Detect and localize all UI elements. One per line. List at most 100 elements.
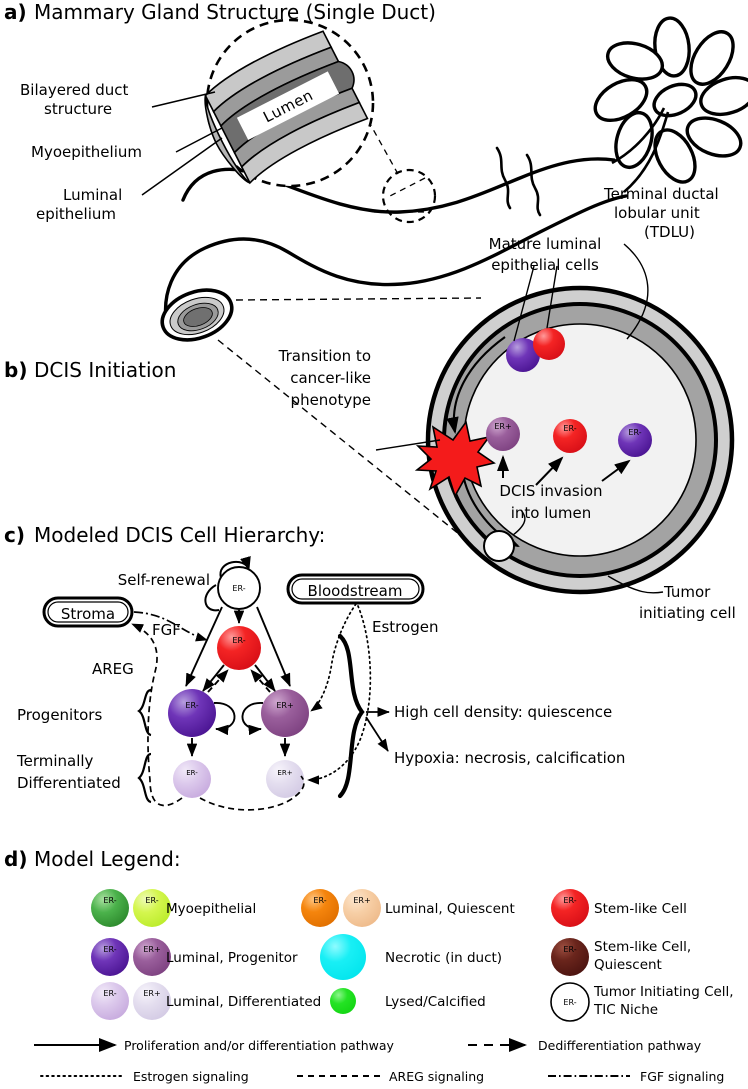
left-braces <box>137 688 152 804</box>
dcis-invasion-arrows <box>497 455 631 486</box>
legend-row-luminal-quiescent: ER- ER+ Luminal, Quiescent <box>301 889 515 927</box>
node-stem <box>217 626 261 670</box>
label-bilayered-line1: Bilayered duct <box>20 81 129 99</box>
self-renewal-label: Self-renewal <box>118 571 210 589</box>
label-transition-line1: Transition to <box>278 347 371 365</box>
label-tic-line1: Tumor <box>663 583 711 601</box>
panel-b-zoom-connectors <box>217 297 482 544</box>
outcome-quiescence: High cell density: quiescence <box>394 703 612 721</box>
legend-pathway-estrogen: Estrogen signaling <box>40 1069 249 1084</box>
duct-open-end <box>160 288 234 342</box>
node-tic-label: ER- <box>232 584 245 593</box>
label-myoepithelium: Myoepithelium <box>31 143 142 161</box>
legend-label-luminal-progenitor: Luminal, Progenitor <box>166 950 298 966</box>
panel-b-leaders <box>375 243 664 594</box>
node-progenitor-erpos <box>261 689 309 737</box>
node-differentiated-erneg-label: ER- <box>186 769 198 777</box>
legend-label-dedifferentiation: Dedifferentiation pathway <box>538 1038 702 1053</box>
self-renewal-loop <box>219 555 251 579</box>
legend-cell-label: ER+ <box>353 896 370 905</box>
stroma-label: Stroma <box>61 605 115 623</box>
outcome-hypoxia: Hypoxia: necrosis, calcification <box>394 749 625 767</box>
lumen-cells: ER+ ER- ER- <box>486 417 652 457</box>
node-progenitor-erneg <box>168 689 216 737</box>
legend-row-myoepithelial: ER- ER- Myoepithelial <box>91 889 256 927</box>
legend-cell-label: ER- <box>145 896 158 905</box>
panel-d-title: Model Legend: <box>34 847 181 871</box>
lumen-cell-stem <box>553 419 587 453</box>
tdlu-stems <box>611 107 670 193</box>
progenitors-label: Progenitors <box>17 706 102 724</box>
legend-cell-label: ER+ <box>143 945 160 954</box>
legend-cell-label: ER+ <box>143 989 160 998</box>
legend-row-stem-like-cell: ER- Stem-like Cell <box>551 889 687 927</box>
lumen-cell-erneg-label: ER- <box>628 428 641 437</box>
label-invasion-line2: into lumen <box>511 504 592 522</box>
label-tic-line2: initiating cell <box>639 604 736 622</box>
legend-pathway-areg: AREG signaling <box>297 1069 484 1084</box>
label-transition-line3: phenotype <box>291 391 371 409</box>
label-luminal-line2: epithelium <box>36 205 116 223</box>
legend-label-proliferation: Proliferation and/or differentiation pat… <box>124 1038 395 1053</box>
legend-label-areg: AREG signaling <box>389 1069 484 1084</box>
legend-cell-label: ER- <box>563 945 576 954</box>
legend-label-stem-like-cell: Stem-like Cell <box>594 901 687 917</box>
outcomes-brace <box>337 633 365 799</box>
lumen-cell-erpos <box>486 417 520 451</box>
legend-label-estrogen: Estrogen signaling <box>133 1069 249 1084</box>
legend-pathway-fgf: FGF signaling <box>548 1069 724 1084</box>
label-invasion-line1: DCIS invasion <box>499 482 602 500</box>
panel-c-title: Modeled DCIS Cell Hierarchy: <box>34 523 325 547</box>
terminally-label-line2: Differentiated <box>17 774 121 792</box>
panel-a-title: Mammary Gland Structure (Single Duct) <box>34 0 436 24</box>
legend-cell-label: ER- <box>563 896 576 905</box>
label-mature-line1: Mature luminal <box>489 235 602 253</box>
legend-cell-label: ER- <box>103 896 116 905</box>
legend-row-luminal-progenitor: ER- ER+ Luminal, Progenitor <box>91 938 298 976</box>
duct-break-marks <box>495 146 542 217</box>
panel-d-letter: d) <box>4 847 27 871</box>
outcome-arrows <box>365 707 390 752</box>
legend-row-tumor-initiating-cell: ER- Tumor Initiating Cell, TIC Niche <box>550 982 734 1022</box>
panel-a-leaders <box>141 91 223 196</box>
panel-b-title: DCIS Initiation <box>34 358 176 382</box>
label-tdlu-line2: lobular unit <box>614 204 700 222</box>
panel-c: c) Modeled DCIS Cell Hierarchy: Stroma B… <box>4 523 625 811</box>
dedifferentiation-arrows <box>207 669 271 693</box>
legend-label-tic-l2: TIC Niche <box>593 1002 658 1018</box>
node-stem-label: ER- <box>232 636 245 645</box>
legend-row-luminal-differentiated: ER- ER+ Luminal, Differentiated <box>91 982 321 1020</box>
zoom-source-circle <box>381 168 437 224</box>
legend-row-stem-like-quiescent: ER- Stem-like Cell, Quiescent <box>551 938 691 976</box>
duct-wall-cell-purple <box>506 338 540 372</box>
legend-label-stem-like-quiescent-l1: Stem-like Cell, <box>594 939 691 955</box>
legend-cell-label: ER- <box>313 896 326 905</box>
legend-label-luminal-differentiated: Luminal, Differentiated <box>166 994 321 1010</box>
lumen-cell-stem-label: ER- <box>563 424 576 433</box>
label-bilayered-line2: structure <box>44 100 112 118</box>
legend-row-lysed-calcified: Lysed/Calcified <box>330 988 486 1014</box>
stroma-node: Stroma <box>42 596 134 628</box>
lumen-cell-erneg <box>618 423 652 457</box>
duct-wall-cell-red <box>533 328 565 360</box>
legend-row-necrotic: Necrotic (in duct) <box>320 934 502 980</box>
fgf-label: FGF <box>152 621 181 639</box>
terminally-label-line1: Terminally <box>16 752 94 770</box>
legend-label-necrotic: Necrotic (in duct) <box>385 950 502 966</box>
node-progenitor-erpos-label: ER+ <box>276 701 293 710</box>
areg-label: AREG <box>92 660 134 678</box>
panel-b: b) DCIS Initiation ER+ ER- <box>4 235 736 622</box>
estrogen-signaling-path <box>307 603 372 785</box>
legend-cell-label: ER- <box>563 998 576 1007</box>
proliferation-arrows <box>185 606 291 757</box>
tumor-initiating-cell <box>483 530 515 562</box>
node-tic <box>217 566 261 610</box>
lumen-cell-erpos-label: ER+ <box>494 422 511 431</box>
bloodstream-label: Bloodstream <box>308 582 403 600</box>
label-tdlu-line3: (TDLU) <box>644 223 695 241</box>
panel-d: d) Model Legend: ER- ER- Myoepithelial E… <box>4 847 734 1084</box>
node-progenitor-erneg-label: ER- <box>185 701 198 710</box>
panel-a: a) Mammary Gland Structure (Single Duct) <box>4 0 748 342</box>
panel-c-letter: c) <box>4 523 25 547</box>
